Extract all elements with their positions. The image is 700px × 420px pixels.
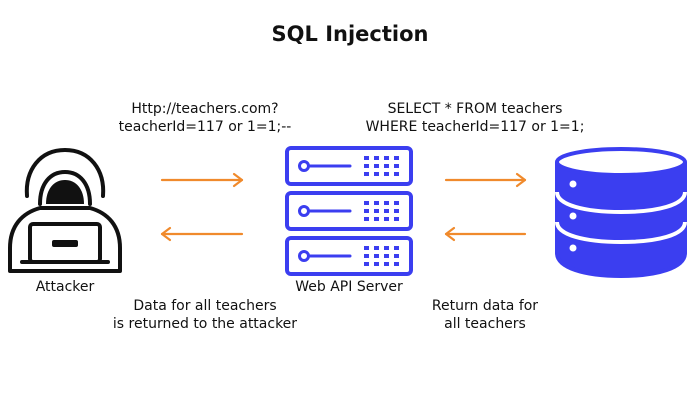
arrow-attacker-to-server xyxy=(160,172,244,188)
server-vent-dot xyxy=(384,262,389,266)
return-from-database-line-2: all teachers xyxy=(444,316,526,332)
server-vent-dot xyxy=(374,172,379,176)
server-vent-dot xyxy=(374,262,379,266)
server-vent-dot xyxy=(394,209,399,213)
database-icon xyxy=(555,147,687,279)
sql-query-line-2: WHERE teacherId=117 or 1=1; xyxy=(365,119,585,135)
return-from-database-line-1: Return data for xyxy=(431,298,539,314)
server-vent-dot xyxy=(384,209,389,213)
server-vent-dot xyxy=(364,164,369,168)
server-vent-dot xyxy=(394,246,399,250)
server-vent-dot xyxy=(374,201,379,205)
arrow-server-to-database xyxy=(444,172,527,188)
return-to-attacker-line-1: Data for all teachers xyxy=(133,298,277,314)
server-vent-dot xyxy=(394,172,399,176)
request-url-line-1: Http://teachers.com? xyxy=(131,101,279,117)
server-vent-dot xyxy=(394,201,399,205)
server-vent-dot xyxy=(364,156,369,160)
hacker-icon xyxy=(8,148,122,273)
server-icon xyxy=(285,146,413,276)
database-dots xyxy=(569,180,577,252)
server-vent-dot xyxy=(384,217,389,221)
server-vent-dot xyxy=(364,201,369,205)
server-vent-dot xyxy=(364,172,369,176)
server-vent-dot xyxy=(374,164,379,168)
arrow-server-to-attacker xyxy=(160,226,244,242)
server-label: Web API Server xyxy=(295,279,403,295)
hacker-face-shade xyxy=(46,180,84,204)
return-to-attacker-label: Data for all teachers is returned to the… xyxy=(90,297,320,333)
server-vent-dot xyxy=(364,246,369,250)
server-vent-dot xyxy=(394,217,399,221)
return-from-database-label: Return data for all teachers xyxy=(405,297,565,333)
sql-query-label: SELECT * FROM teachers WHERE teacherId=1… xyxy=(360,100,590,136)
server-detail-marks xyxy=(298,156,399,266)
server-vent-dot xyxy=(394,254,399,258)
server-unit-indicator xyxy=(298,250,310,262)
server-unit-indicator xyxy=(298,205,310,217)
server-vent-dot xyxy=(384,246,389,250)
server-vent-dot xyxy=(364,217,369,221)
request-url-label: Http://teachers.com? teacherId=117 or 1=… xyxy=(95,100,315,136)
server-vent-dot xyxy=(364,209,369,213)
server-vent-dot xyxy=(374,246,379,250)
server-vent-dot xyxy=(374,156,379,160)
attacker-label: Attacker xyxy=(35,279,95,295)
arrow-database-to-server xyxy=(444,226,527,242)
diagram-title: SQL Injection xyxy=(271,22,429,46)
server-vent-dot xyxy=(384,254,389,258)
sql-query-line-1: SELECT * FROM teachers xyxy=(387,101,563,117)
return-to-attacker-line-2: is returned to the attacker xyxy=(112,316,298,332)
server-vent-dot xyxy=(384,201,389,205)
server-vent-dot xyxy=(394,164,399,168)
server-unit-indicator xyxy=(298,160,310,172)
server-vent-dot xyxy=(384,172,389,176)
server-vent-dot xyxy=(394,156,399,160)
server-vent-dot xyxy=(394,262,399,266)
server-vent-dot xyxy=(364,262,369,266)
server-vent-dot xyxy=(374,217,379,221)
request-url-line-2: teacherId=117 or 1=1;-- xyxy=(118,119,292,135)
server-vent-dot xyxy=(374,254,379,258)
server-vent-dot xyxy=(384,164,389,168)
server-vent-dot xyxy=(384,156,389,160)
server-vent-dot xyxy=(374,209,379,213)
server-vent-dot xyxy=(364,254,369,258)
